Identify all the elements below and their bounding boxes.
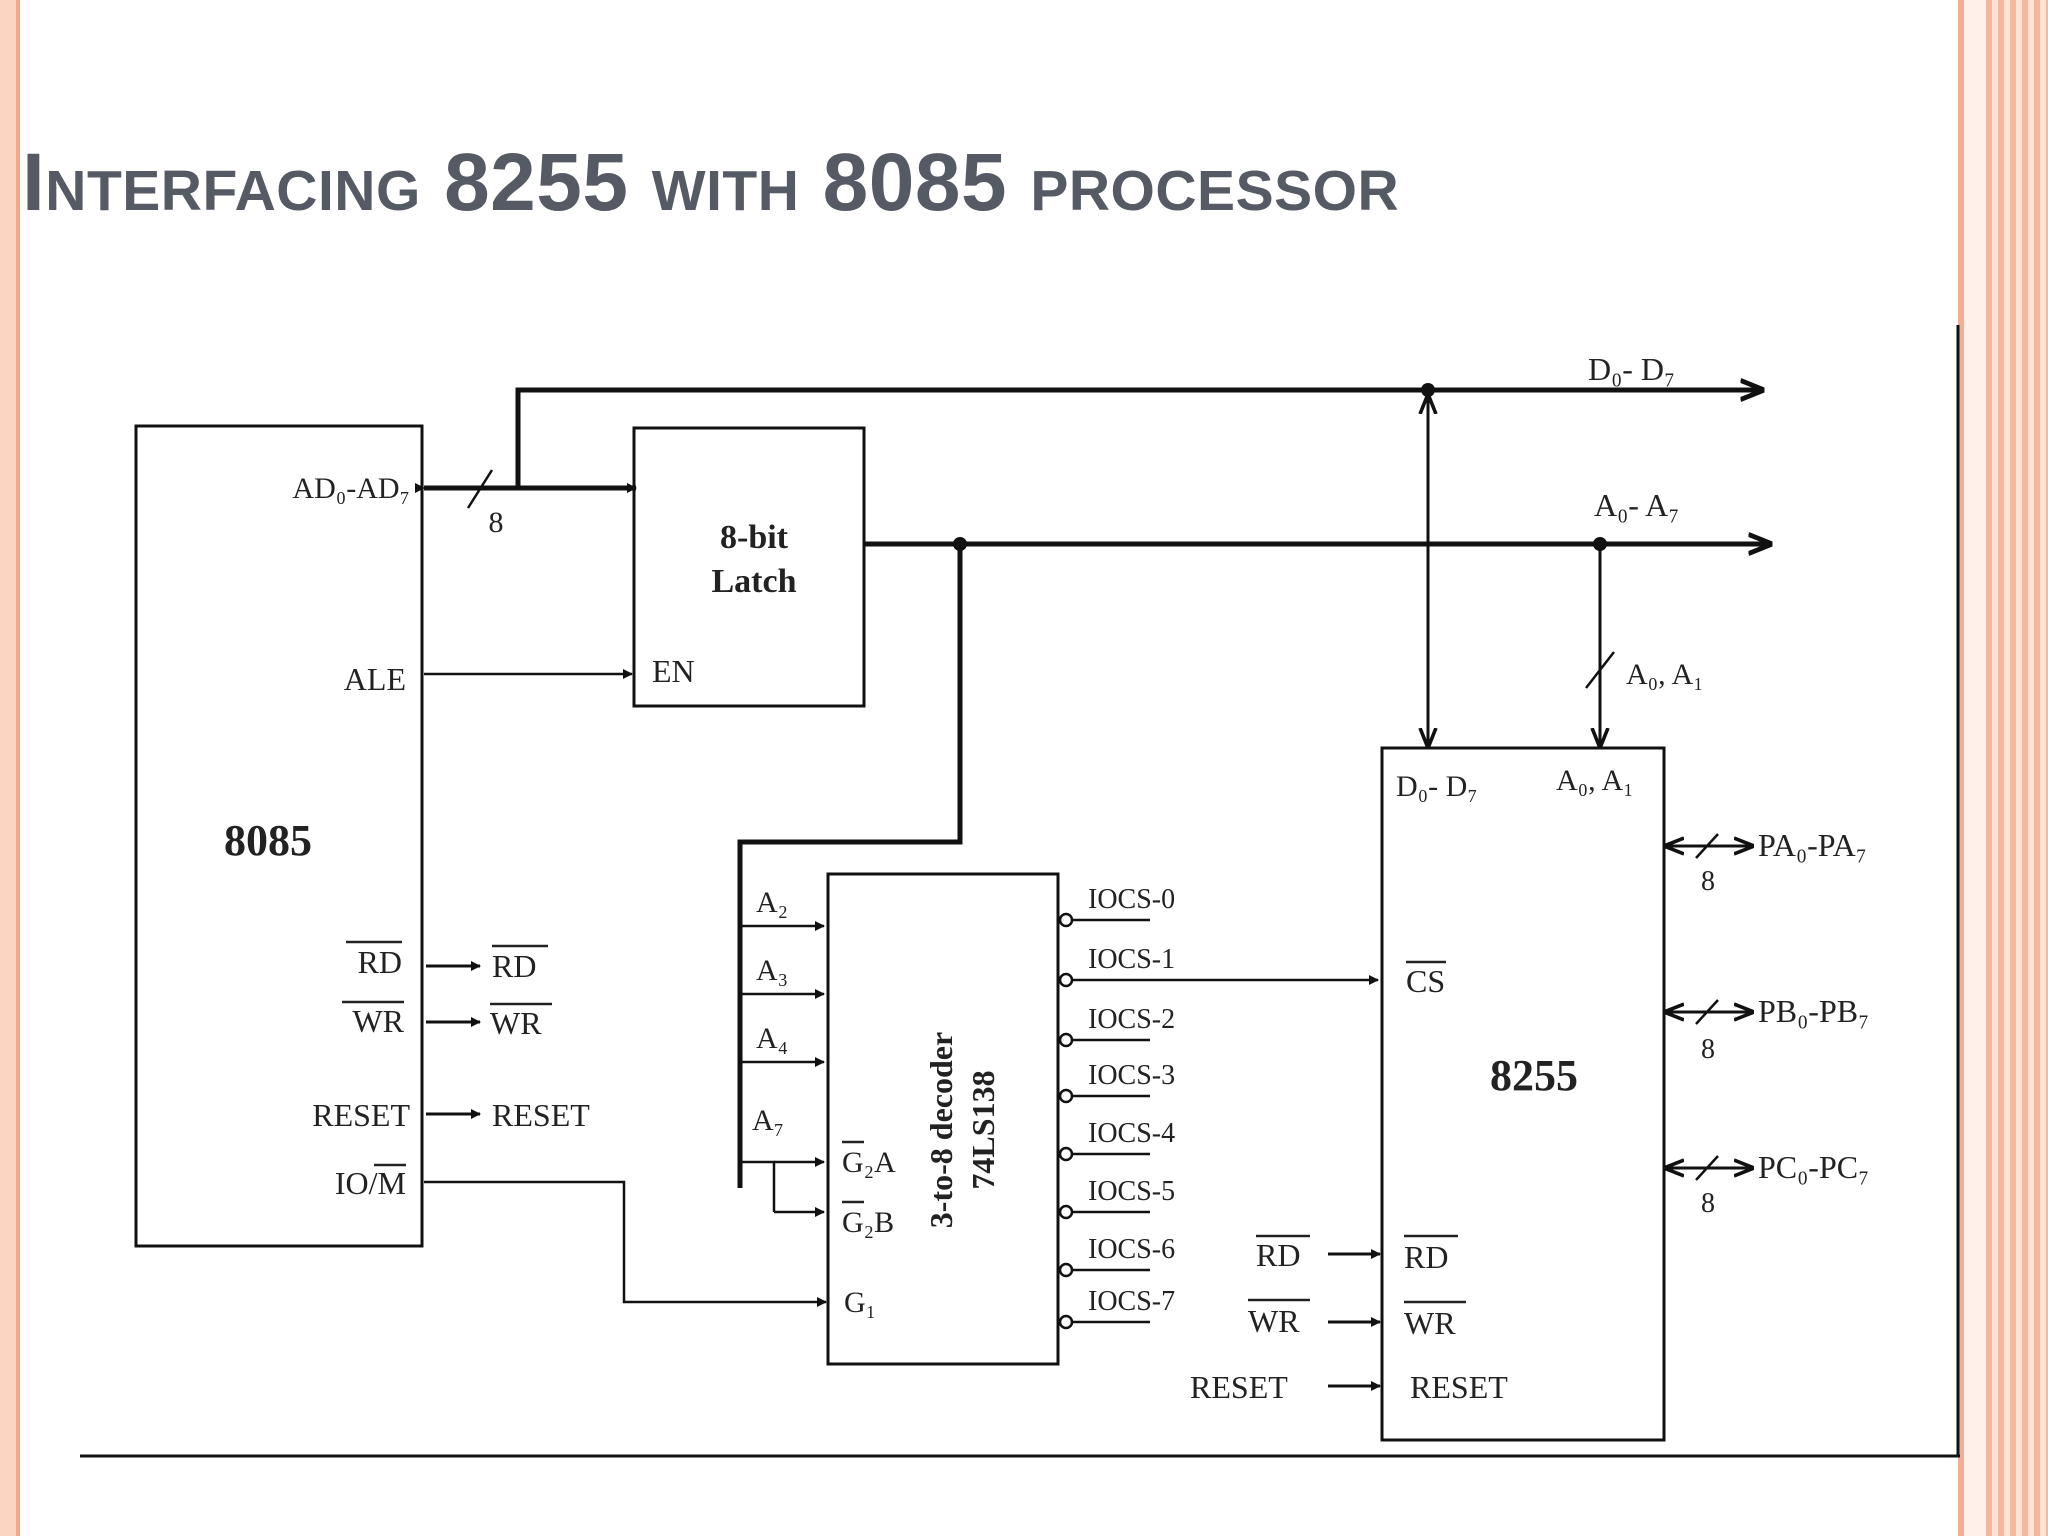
cpu-pin-iom: IO/M	[335, 1165, 406, 1201]
latch-title-line1: 8-bit	[720, 519, 789, 556]
latch-block	[632, 426, 866, 708]
ppi-pin-cs: CS	[1406, 963, 1445, 999]
latch-pin-en: EN	[652, 653, 695, 689]
left-border-line	[16, 0, 20, 1536]
decoder-output-0	[1058, 912, 1150, 928]
decoder-enable-g1: G₁	[844, 1286, 876, 1319]
ppi-pin-rd: RD	[1404, 1239, 1448, 1275]
slide-title: Interfacing 8255 with 8085 processor	[22, 137, 1400, 228]
data-bus-junction-ppi	[1421, 383, 1435, 397]
port-b-width: 8	[1701, 1034, 1715, 1065]
ppi-name: 8255	[1490, 1051, 1578, 1100]
decoder-block	[826, 872, 1060, 1366]
iom-to-g1-line	[424, 1180, 827, 1307]
decoder-in-label-0: A₂	[756, 886, 788, 919]
decoder-title-line2: 74LS138	[965, 1070, 1001, 1189]
cpu-pin-rd: RD	[358, 944, 402, 980]
addr-tap-slash	[1585, 651, 1615, 689]
ppi-pin-addr: A₀, A₁	[1556, 764, 1634, 797]
address-branch-to-decoder	[737, 544, 963, 1188]
right-border-gap	[1964, 0, 1986, 1536]
ppi-pin-reset: RESET	[1410, 1369, 1508, 1405]
data-bus-label: D₀- D₇	[1588, 351, 1675, 387]
decoder-output-label-7: IOCS-7	[1088, 1286, 1175, 1317]
cpu-pin-reset: RESET	[312, 1097, 410, 1133]
decoder-output-1	[1058, 972, 1379, 988]
decoder-output-2	[1058, 1032, 1150, 1048]
port-c-label: PC₀-PC₇	[1758, 1149, 1869, 1185]
ad-bus-width: 8	[489, 506, 504, 539]
decoder-enable-g2b: G₂B	[842, 1206, 894, 1239]
ppi-8255-block	[1380, 746, 1666, 1442]
decoder-output-4	[1058, 1146, 1150, 1162]
decoder-output-6	[1058, 1262, 1150, 1278]
latch-title-line2: Latch	[712, 563, 797, 600]
address-bus-label: A₀- A₇	[1594, 487, 1679, 523]
decoder-output-label-2: IOCS-2	[1088, 1004, 1175, 1035]
ppi-pin-wr: WR	[1404, 1305, 1456, 1341]
cpu-pin-ale: ALE	[344, 661, 406, 697]
cpu-8085-block	[134, 424, 424, 1248]
port-c-width: 8	[1701, 1188, 1715, 1219]
decoder-in-label-1: A₃	[756, 954, 788, 987]
addr-tap-label: A₀, A₁	[1626, 658, 1704, 691]
decoder-output-label-5: IOCS-5	[1088, 1176, 1175, 1207]
port-a-slash	[1695, 833, 1719, 859]
decoder-title-line1: 3-to-8 decoder	[923, 1032, 959, 1228]
cpu-reset-out-label: RESET	[492, 1097, 590, 1133]
cpu-rd-out-label: RD	[492, 948, 536, 984]
decoder-output-label-6: IOCS-6	[1088, 1234, 1175, 1265]
decoder-output-3	[1058, 1088, 1150, 1104]
ppi-reset-in-label: RESET	[1190, 1369, 1288, 1405]
ppi-pin-data: D₀- D₇	[1396, 770, 1478, 803]
port-a-label: PA₀-PA₇	[1758, 827, 1867, 863]
port-b-slash	[1695, 999, 1719, 1025]
decoder-in-label-3: A₇	[752, 1104, 784, 1137]
right-border-line	[1958, 0, 1964, 1536]
left-border-band	[0, 0, 20, 1536]
ppi-wr-in-label: WR	[1248, 1303, 1300, 1339]
decoder-output-7	[1058, 1314, 1150, 1330]
cpu-name: 8085	[224, 816, 312, 865]
port-b-label: PB₀-PB₇	[1758, 993, 1869, 1029]
decoder-output-5	[1058, 1204, 1150, 1220]
decoder-output-label-1: IOCS-1	[1088, 944, 1175, 975]
port-a-width: 8	[1701, 866, 1715, 897]
cpu-wr-out-label: WR	[490, 1005, 542, 1041]
cpu-pin-ad: AD₀-AD₇	[292, 472, 410, 505]
decoder-enable-g2a: G₂A	[842, 1146, 896, 1179]
port-c-slash	[1695, 1155, 1719, 1181]
data-bus-line	[515, 390, 1762, 488]
decoder-output-label-4: IOCS-4	[1088, 1118, 1175, 1149]
right-border-stripes	[1986, 0, 2048, 1536]
decoder-output-label-3: IOCS-3	[1088, 1060, 1175, 1091]
decoder-output-label-0: IOCS-0	[1088, 884, 1175, 915]
ppi-rd-in-label: RD	[1256, 1237, 1300, 1273]
cpu-pin-wr: WR	[352, 1003, 404, 1039]
ad-bus-slash	[466, 469, 494, 509]
decoder-in-label-2: A₄	[756, 1022, 788, 1055]
decoder-in-line-3	[740, 1160, 776, 1212]
